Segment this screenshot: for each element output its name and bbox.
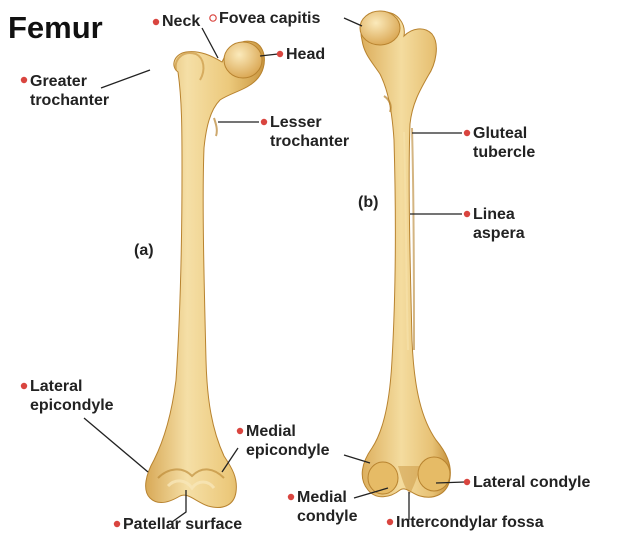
label-gluteal-tubercle: Gluteal tubercle [473,124,535,162]
label-medial-condyle: Medial condyle [297,488,357,526]
label-greater-trochanter: Greater trochanter [30,72,109,110]
label-fovea-capitis: Fovea capitis [219,9,320,28]
label-linea-aspera: Linea aspera [473,205,525,243]
label-lesser-trochanter: Lesser trochanter [270,113,349,151]
label-patellar-surface: Patellar surface [123,515,242,534]
diagram-title: Femur [8,10,103,46]
view-label-posterior: (b) [358,194,378,212]
label-head: Head [286,45,325,64]
label-lateral-epicondyle: Lateral epicondyle [30,377,114,415]
label-neck: Neck [162,12,200,31]
label-intercondylar-fossa: Intercondylar fossa [396,513,544,532]
femur-posterior [360,11,450,497]
label-lateral-condyle: Lateral condyle [473,473,590,492]
label-medial-epicondyle: Medial epicondyle [246,422,330,460]
view-label-anterior: (a) [134,242,154,260]
